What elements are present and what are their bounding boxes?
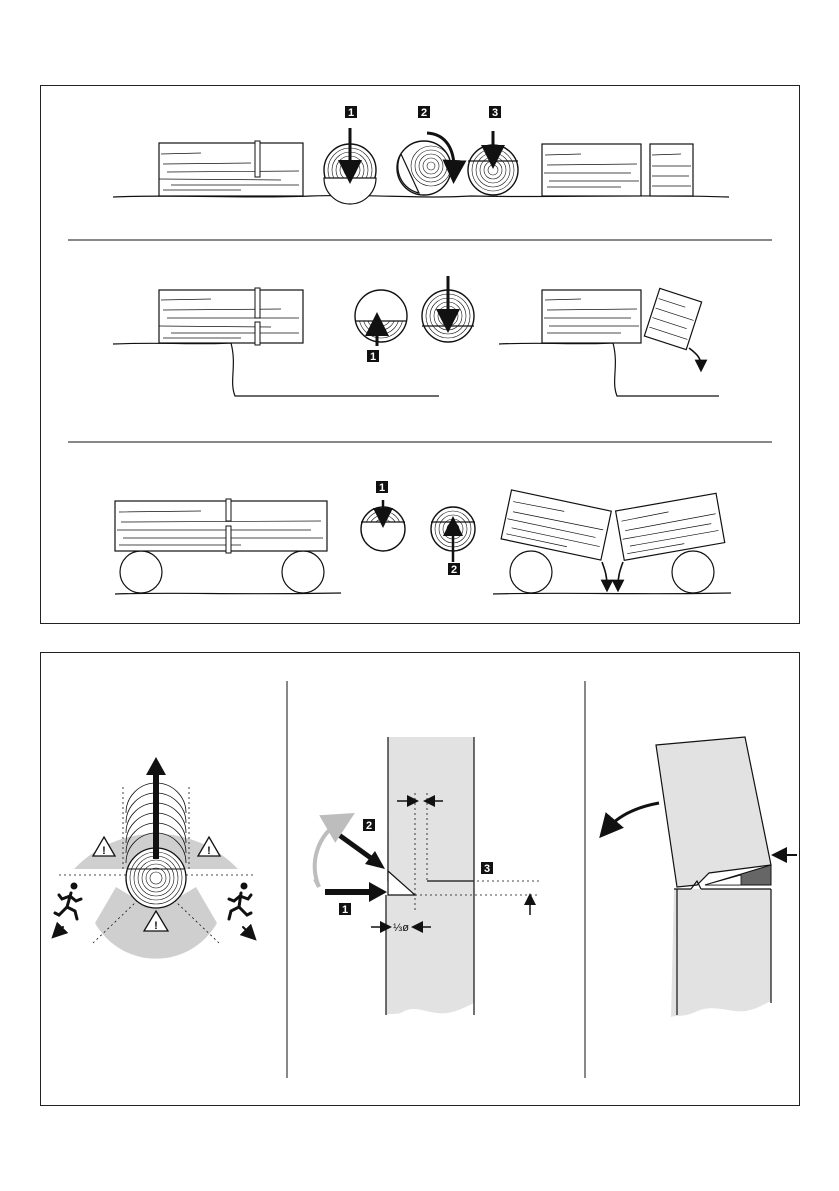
fraction-label: ⅓ø bbox=[393, 922, 409, 934]
svg-text:1: 1 bbox=[379, 482, 385, 494]
support-left bbox=[510, 551, 552, 593]
svg-text:2: 2 bbox=[451, 564, 457, 576]
falling-arrow bbox=[689, 348, 701, 366]
badge-1: 1 bbox=[376, 481, 388, 494]
support-right bbox=[282, 551, 324, 593]
log-left bbox=[159, 288, 303, 345]
angle-arrow bbox=[315, 821, 341, 887]
safety-zone-diagram: ! ! ! bbox=[55, 757, 253, 959]
badge-2: 2 bbox=[448, 563, 460, 576]
badge-1: 1 bbox=[345, 106, 357, 119]
falling-arrow-right bbox=[618, 562, 623, 586]
ground-line bbox=[113, 343, 439, 396]
notch-diagram: ⅓ø 1 2 3 bbox=[315, 737, 539, 1015]
badge-3: 3 bbox=[489, 106, 501, 119]
svg-text:1: 1 bbox=[348, 107, 354, 119]
stump bbox=[671, 889, 771, 1017]
falling-arrow-left bbox=[602, 562, 607, 586]
svg-text:2: 2 bbox=[421, 107, 427, 119]
svg-text:3: 3 bbox=[492, 107, 498, 119]
tree-felling-panel: ! ! ! bbox=[40, 652, 800, 1106]
badge-2: 2 bbox=[418, 106, 430, 119]
cross-section-1 bbox=[355, 290, 407, 346]
tree-felling-illustration: ! ! ! bbox=[41, 653, 799, 1105]
svg-text:!: ! bbox=[102, 845, 106, 857]
running-person-icon bbox=[55, 883, 81, 934]
badge-1: 1 bbox=[339, 903, 351, 916]
log-falling-end bbox=[644, 288, 701, 349]
svg-text:!: ! bbox=[154, 920, 158, 932]
cross-section-1 bbox=[324, 128, 376, 204]
svg-text:1: 1 bbox=[370, 351, 376, 363]
log-cutting-panel: 1 2 3 bbox=[40, 85, 800, 624]
badge-3: 3 bbox=[481, 862, 493, 875]
cross-section-1 bbox=[361, 500, 405, 551]
log-half-left bbox=[501, 490, 611, 560]
support-right bbox=[672, 551, 714, 593]
svg-text:2: 2 bbox=[366, 820, 372, 832]
log-long bbox=[115, 499, 327, 553]
trunk-top bbox=[656, 737, 771, 887]
svg-text:!: ! bbox=[207, 845, 211, 857]
log-main bbox=[542, 290, 641, 343]
log-cutting-illustration: 1 2 3 bbox=[41, 86, 799, 623]
row-log-on-ground: 1 2 3 bbox=[113, 106, 729, 204]
svg-text:3: 3 bbox=[484, 863, 490, 875]
cross-section-2 bbox=[397, 133, 454, 195]
cross-section-2 bbox=[422, 276, 474, 342]
fall-direction-arrow-icon bbox=[607, 803, 659, 829]
row-log-supported: 1 2 bbox=[115, 481, 731, 594]
ground-line bbox=[499, 343, 719, 396]
log-left bbox=[159, 141, 303, 196]
cross-section-3 bbox=[468, 131, 518, 195]
row-log-overhang: 1 bbox=[113, 276, 719, 396]
support-left bbox=[120, 551, 162, 593]
running-person-icon bbox=[229, 883, 251, 936]
badge-2: 2 bbox=[363, 819, 375, 832]
log-right bbox=[542, 144, 693, 196]
log-half-right bbox=[616, 493, 725, 560]
cross-section-2 bbox=[431, 507, 475, 562]
felling-wedge-diagram bbox=[607, 737, 797, 1017]
svg-text:1: 1 bbox=[342, 904, 348, 916]
cut-2-arrow bbox=[339, 835, 385, 869]
badge-1: 1 bbox=[367, 350, 379, 363]
